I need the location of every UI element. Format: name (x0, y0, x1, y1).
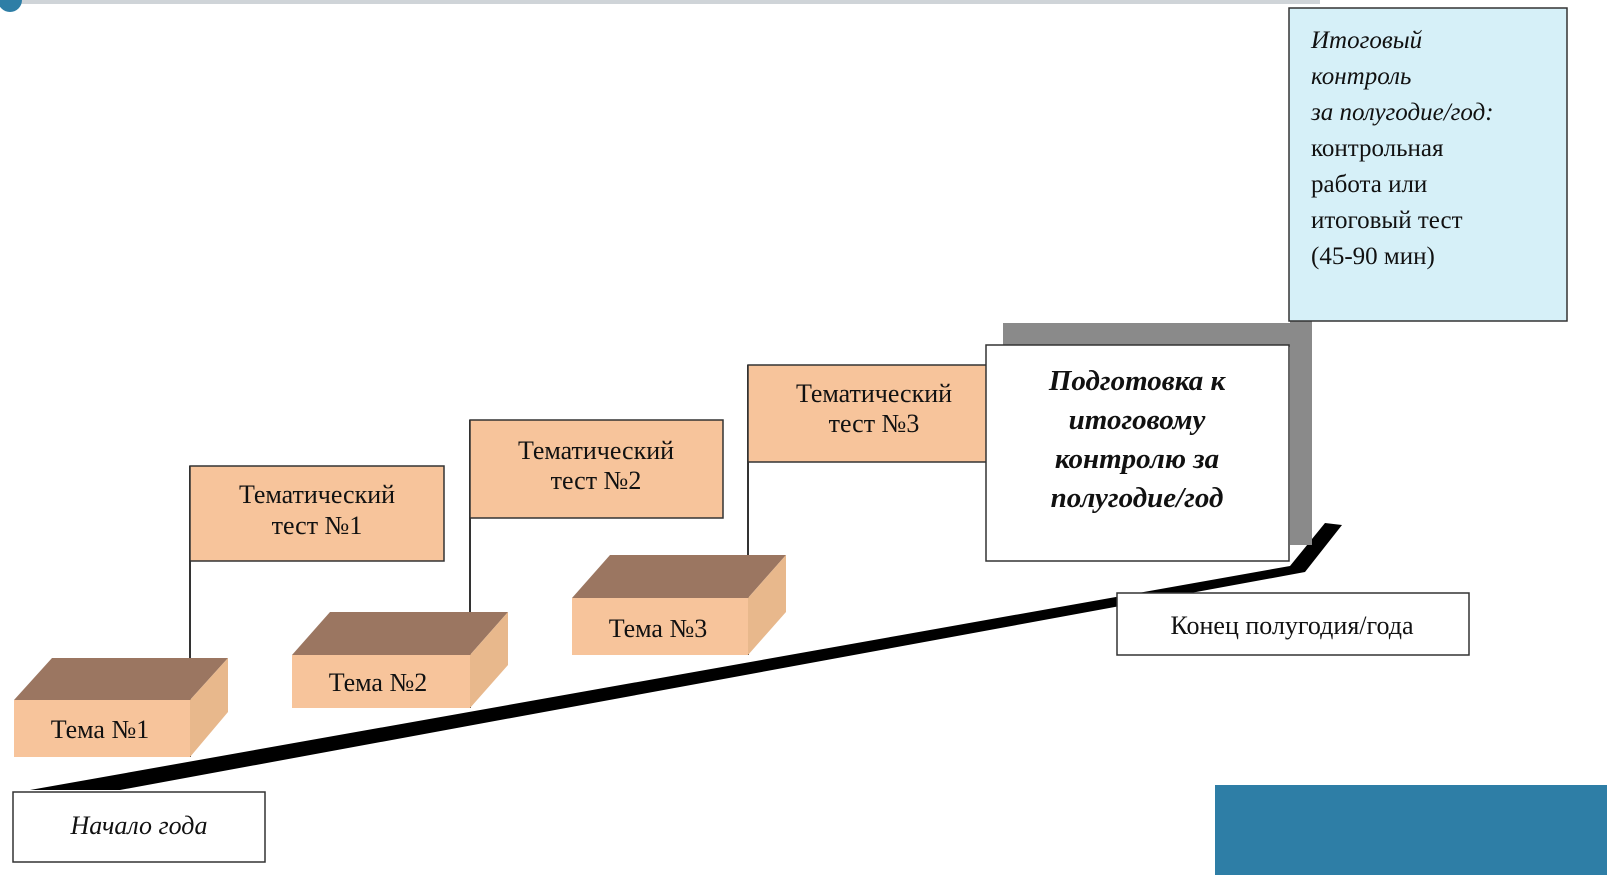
corner-block (1215, 785, 1607, 875)
test-flag-1-box (189, 465, 445, 562)
topic-box-2-top (292, 612, 508, 655)
preparation-box-shadow-side (1290, 345, 1312, 545)
topic-box-2-front (292, 655, 470, 708)
final-control-line-2: контроль (1311, 63, 1411, 90)
start-label-frame (12, 791, 266, 863)
preparation-box: Подготовка к итоговому контролю за полуг… (985, 344, 1290, 562)
topic-box-1-label: Тема №1 (51, 715, 150, 744)
end-label-box: Конец полугодия/года (1116, 592, 1470, 656)
topic-box-2-side (470, 612, 508, 708)
topic-box-3: Тема №3 (572, 555, 786, 655)
topic-box-1-side (190, 658, 228, 757)
final-control-line-3: за полугодие/год: (1310, 99, 1494, 126)
test-flag-1-line-1: Тематический (239, 480, 395, 509)
preparation-line-1: Подготовка к (1048, 365, 1227, 397)
test-flag-2-box (469, 419, 724, 519)
final-control-line-6: итоговый тест (1311, 207, 1463, 234)
test-flag-2: Тематический тест №2 (469, 419, 724, 519)
final-control-line-4: контрольная (1311, 135, 1444, 162)
test-flag-3: Тематический тест №3 (747, 364, 1002, 463)
end-label-text: Конец полугодия/года (1170, 611, 1414, 640)
start-label-box: Начало года (12, 791, 266, 863)
test-flag-2-line-1: Тематический (518, 436, 674, 465)
test-flag-3-line-1: Тематический (796, 379, 952, 408)
test-flag-3-box (747, 364, 1002, 463)
test-flag-2-line-2: тест №2 (551, 466, 642, 495)
final-control-line-1: Итоговый (1310, 27, 1423, 54)
final-control-line-7: (45-90 мин) (1311, 243, 1435, 270)
final-control-line-5: работа или (1311, 171, 1427, 198)
preparation-line-2: итоговому (1069, 404, 1206, 436)
preparation-line-4: полугодие/год (1051, 482, 1224, 514)
final-control-box: Итоговый контроль за полугодие/год: конт… (1288, 7, 1568, 322)
top-strip (0, 0, 1320, 4)
preparation-box-shadow (1003, 323, 1293, 347)
topic-box-3-side (748, 555, 786, 655)
preparation-line-3: контролю за (1055, 443, 1219, 475)
topic-box-2-label: Тема №2 (329, 668, 428, 697)
test-flag-1: Тематический тест №1 (189, 465, 445, 562)
topic-box-1-top (14, 658, 228, 700)
test-flag-3-line-2: тест №3 (829, 409, 920, 438)
corner-glyph (0, 0, 22, 12)
topic-box-1: Тема №1 (14, 658, 228, 757)
start-label-text: Начало года (70, 811, 208, 840)
preparation-box-frame (985, 344, 1290, 562)
test-flag-1-line-2: тест №1 (272, 511, 363, 540)
final-control-frame (1288, 7, 1568, 322)
topic-box-3-top (572, 555, 786, 598)
end-label-frame (1116, 592, 1470, 656)
topic-box-2: Тема №2 (292, 612, 508, 708)
topic-box-1-front (14, 700, 190, 757)
topic-box-3-front (572, 598, 748, 655)
topic-box-3-label: Тема №3 (609, 614, 708, 643)
